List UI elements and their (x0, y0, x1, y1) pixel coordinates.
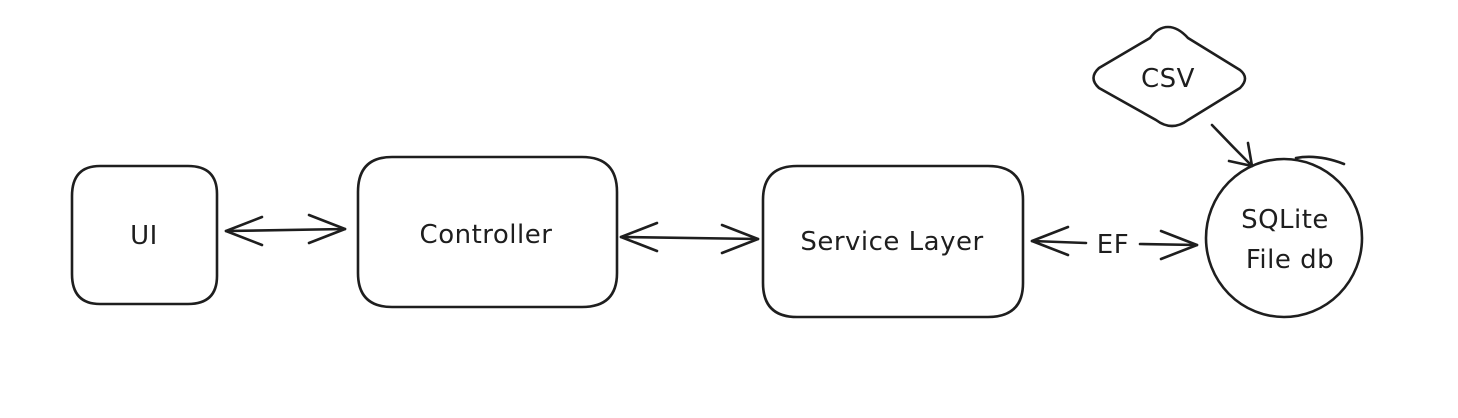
node-sqlite-shape (1204, 157, 1364, 319)
node-ui-label: UI (130, 221, 158, 251)
node-csv-shape (1092, 25, 1247, 128)
edge-csv-sqlite[interactable] (1210, 123, 1254, 168)
edge-service-sqlite-arrowhead-right (1159, 229, 1199, 261)
edge-ui-controller[interactable] (224, 213, 347, 247)
node-service-layer-shape (761, 164, 1025, 319)
node-csv[interactable]: CSV (1092, 25, 1247, 128)
node-ui[interactable]: UI (70, 164, 219, 306)
node-controller-label: Controller (420, 220, 553, 250)
edge-controller-service-line (619, 235, 760, 241)
edge-controller-service-arrowhead-right (720, 223, 760, 255)
node-ui-shape (70, 164, 219, 306)
node-sqlite[interactable]: SQLite File db (1204, 155, 1364, 319)
edge-service-sqlite-line-right (1138, 242, 1199, 247)
node-csv-label: CSV (1141, 64, 1195, 94)
edge-service-sqlite-arrowhead-left (1030, 225, 1070, 257)
node-sqlite-label-line1: SQLite (1241, 205, 1329, 235)
node-sqlite-label-line2: File db (1246, 245, 1334, 275)
node-service-layer[interactable]: Service Layer (761, 164, 1025, 319)
edge-service-sqlite-label: EF (1097, 230, 1129, 260)
node-controller-shape (356, 155, 619, 309)
node-sqlite-sketch-overlap (1294, 155, 1346, 166)
edge-ui-controller-line (224, 227, 347, 233)
edge-service-sqlite-line-left (1030, 239, 1088, 245)
edge-controller-service[interactable] (619, 221, 760, 255)
edge-ui-controller-arrowhead-left (224, 215, 264, 247)
edge-csv-sqlite-line (1210, 123, 1254, 168)
node-controller[interactable]: Controller (356, 155, 619, 309)
edge-controller-service-arrowhead-left (619, 221, 659, 253)
edge-ui-controller-arrowhead-right (307, 213, 347, 245)
edge-service-sqlite[interactable]: EF (1030, 225, 1199, 261)
edge-csv-sqlite-arrowhead (1227, 141, 1254, 168)
node-service-layer-label: Service Layer (800, 227, 983, 257)
